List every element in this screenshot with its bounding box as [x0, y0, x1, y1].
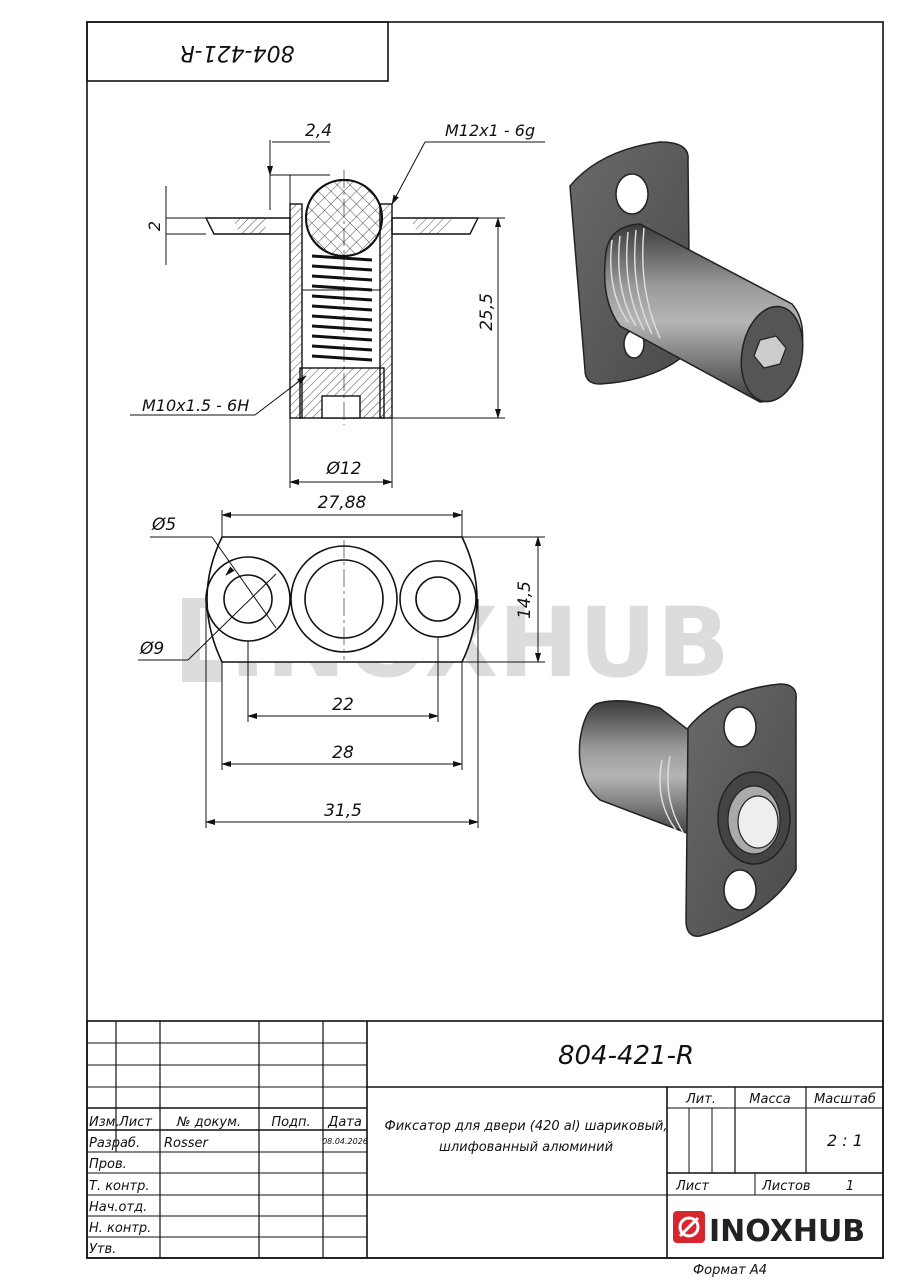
format-label: Формат А4	[693, 1263, 767, 1278]
title-desc-line2: шлифованный алюминий	[439, 1140, 613, 1155]
scale-value: 2 : 1	[827, 1131, 863, 1150]
hdr-sign: Подп.	[271, 1115, 310, 1130]
hdr-izm: Изм.	[89, 1115, 120, 1130]
author-name: Rosser	[164, 1136, 210, 1151]
hdr-date: Дата	[327, 1115, 362, 1130]
title-code: 804-421-R	[558, 1041, 694, 1071]
iso-render-bottom	[578, 683, 797, 937]
drawing-date: 08.04.2026	[322, 1137, 368, 1146]
iso-render-top	[569, 141, 804, 403]
top-view-dimensions	[138, 510, 545, 828]
dim-2: 2	[145, 221, 164, 231]
section-view	[204, 170, 480, 425]
dim-2-4: 2,4	[305, 121, 332, 141]
sheets-label: Листов	[761, 1179, 811, 1194]
masshtab-label: Масштаб	[814, 1092, 876, 1107]
top-stamp-code: 804-421-R	[179, 40, 294, 65]
hdr-list: Лист	[118, 1115, 152, 1130]
dim-diam-5: Ø5	[151, 515, 176, 535]
dim-27-88: 27,88	[318, 493, 367, 513]
massa-label: Масса	[749, 1092, 790, 1107]
sheet-label: Лист	[675, 1179, 709, 1194]
title-block	[86, 1020, 884, 1259]
dim-thread-bottom: M10x1.5 - 6H	[142, 396, 249, 415]
title-desc-line1: Фиксатор для двери (420 al) шариковый,	[385, 1119, 668, 1134]
dim-diam-12: Ø12	[325, 459, 361, 479]
logo-text: INOXHUB	[709, 1214, 865, 1249]
top-view	[205, 536, 478, 663]
dim-diam-9: Ø9	[139, 639, 164, 659]
row-utv: Утв.	[89, 1242, 116, 1257]
dim-22: 22	[332, 695, 354, 715]
hdr-doc: № докум.	[176, 1115, 241, 1130]
row-razrab: Разраб.	[89, 1136, 140, 1151]
section-dimensions	[130, 140, 545, 488]
dim-14-5: 14,5	[515, 581, 535, 619]
row-tkontr: Т. контр.	[89, 1179, 149, 1194]
dim-25-5: 25,5	[477, 293, 497, 331]
lit-label: Лит.	[685, 1092, 716, 1107]
dim-28: 28	[332, 743, 354, 763]
sheets-count: 1	[846, 1179, 854, 1194]
row-nachotd: Нач.отд.	[89, 1200, 147, 1215]
row-nkontr: Н. контр.	[89, 1221, 151, 1236]
top-stamp-box	[86, 21, 389, 82]
dim-31-5: 31,5	[324, 801, 362, 821]
company-logo: INOXHUB	[673, 1211, 865, 1249]
row-prov: Пров.	[89, 1157, 127, 1172]
dim-thread-top: M12x1 - 6g	[445, 121, 535, 140]
